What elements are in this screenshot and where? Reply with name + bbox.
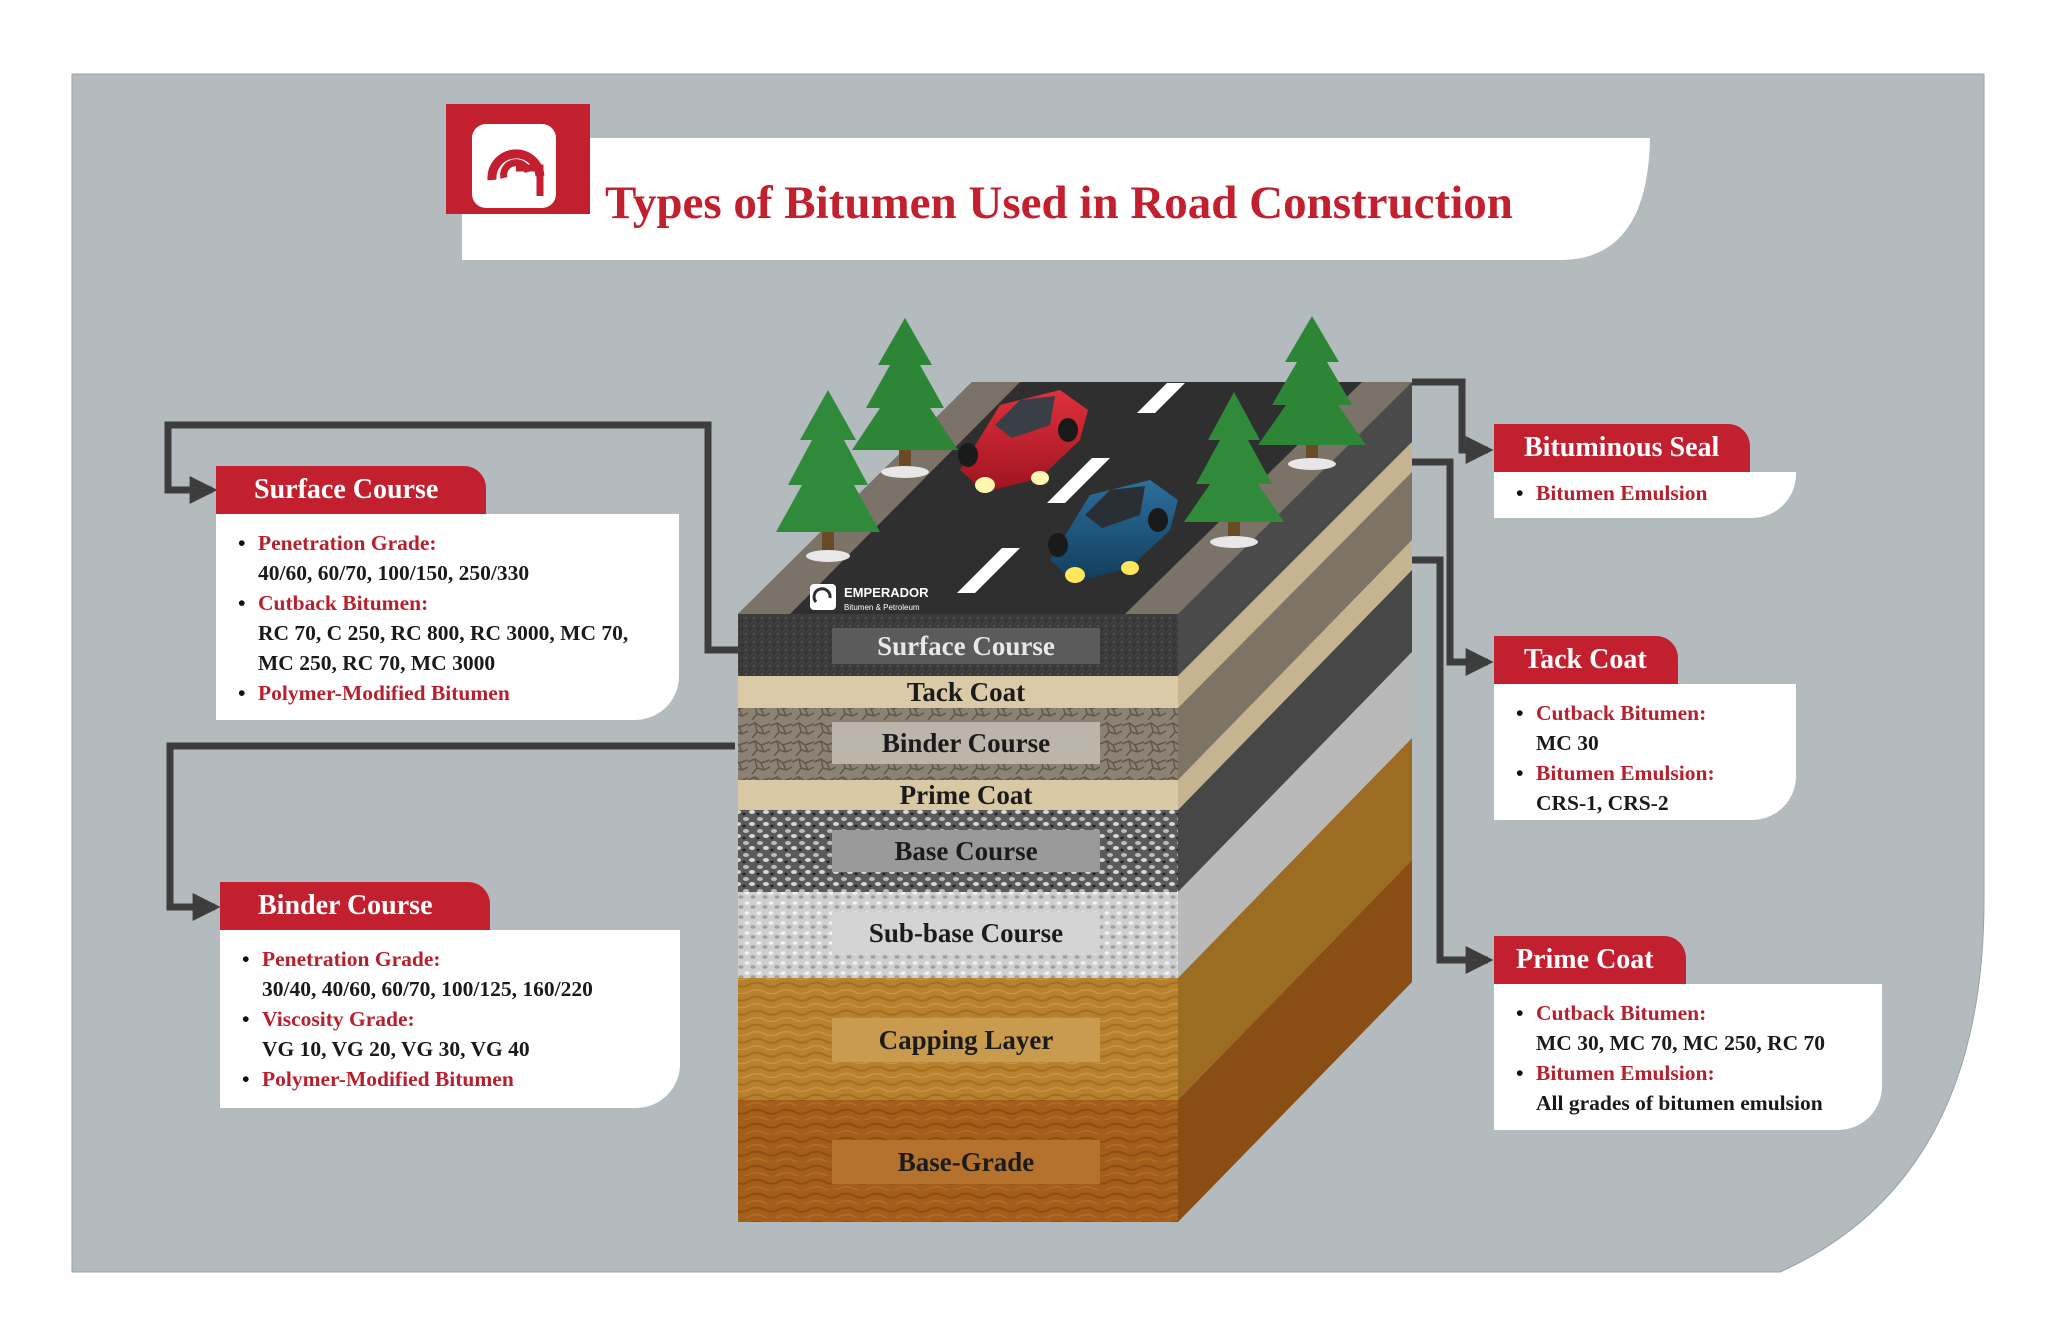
bullet-heading: Cutback Bitumen: [1536, 701, 1707, 725]
brand-logo-icon [812, 587, 832, 603]
bullet-item: •Cutback Bitumen: [1516, 698, 1780, 728]
side-face-binder [1178, 472, 1412, 780]
pine-tree [852, 318, 958, 478]
brand-tagline: Bitumen & Petroleum [844, 603, 920, 612]
bullet-item: •Bitumen Emulsion: [1516, 758, 1780, 788]
callout-binder-course-title: Binder Course [220, 882, 490, 930]
bullet-item: •Cutback Bitumen: [1516, 998, 1866, 1028]
bullet-value: MC 30, MC 70, MC 250, RC 70 [1536, 1031, 1826, 1055]
blue-car [1048, 480, 1178, 583]
red-car [958, 390, 1088, 493]
bullet-heading: Penetration Grade: [262, 947, 441, 971]
callout-prime-coat-title: Prime Coat [1494, 936, 1686, 984]
bullet-heading: Bitumen Emulsion [1536, 481, 1708, 505]
bullet-value: 40/60, 60/70, 100/150, 250/330 [258, 561, 530, 585]
bullet-value: All grades of bitumen emulsion [1536, 1091, 1823, 1115]
layer-tack-coat [738, 676, 1178, 708]
callout-surface-course-title: Surface Course [216, 466, 486, 514]
title-banner [462, 138, 1650, 260]
bullet-value: RC 70, C 250, RC 800, RC 3000, MC 70, MC… [258, 621, 629, 675]
bullet-value: CRS-1, CRS-2 [1536, 791, 1669, 815]
pine-tree [1258, 316, 1366, 470]
pine-tree [1184, 392, 1284, 548]
pine-trees [776, 316, 1366, 562]
layer-prime-coat [738, 780, 1178, 810]
layer-label-base-course: Base Course [832, 830, 1100, 872]
side-face-base [1178, 570, 1412, 892]
callout-binder-course-card: •Penetration Grade: 30/40, 40/60, 60/70,… [220, 930, 680, 1108]
connector-lines [164, 378, 1494, 974]
page-title: Types of Bitumen Used in Road Constructi… [605, 177, 1513, 229]
side-face-prime [1178, 540, 1412, 810]
layer-label-prime-coat: Prime Coat [899, 780, 1033, 810]
bullet-heading: Cutback Bitumen: [258, 591, 429, 615]
callout-tack-coat-card: •Cutback Bitumen: MC 30 •Bitumen Emulsio… [1494, 684, 1796, 820]
callout-prime-coat-card: •Cutback Bitumen: MC 30, MC 70, MC 250, … [1494, 984, 1882, 1130]
connector-tack-coat [1412, 458, 1494, 676]
bullet-heading: Penetration Grade: [258, 531, 437, 555]
layer-label-base-grade: Base-Grade [832, 1140, 1100, 1184]
side-face-capping [1178, 738, 1412, 1100]
layer-label-tack-coat: Tack Coat [906, 677, 1026, 707]
bullet-item: •Penetration Grade: [242, 944, 664, 974]
callout-bituminous-seal-card: •Bitumen Emulsion [1494, 472, 1796, 518]
bullet-heading: Viscosity Grade: [262, 1007, 415, 1031]
callout-bituminous-seal-title: Bituminous Seal [1494, 424, 1750, 472]
connector-bituminous-seal [1412, 378, 1494, 464]
bullet-item: •Bitumen Emulsion: [1516, 1058, 1866, 1088]
callout-tack-coat-title: Tack Coat [1494, 636, 1678, 684]
bullet-item: •Viscosity Grade: [242, 1004, 664, 1034]
bullet-value: MC 30 [1536, 731, 1599, 755]
bullet-item: •Polymer-Modified Bitumen [238, 678, 663, 708]
side-face-base-grade [1178, 860, 1412, 1222]
road-cross-section: EMPERADOR Bitumen & Petroleum [738, 382, 1412, 1222]
bullet-heading: Polymer-Modified Bitumen [258, 681, 510, 705]
bullet-item: •Bitumen Emulsion [1516, 478, 1780, 508]
callout-surface-course-card: •Penetration Grade: 40/60, 60/70, 100/15… [216, 514, 679, 720]
layer-label-capping-layer: Capping Layer [832, 1018, 1100, 1062]
connector-binder-course [166, 742, 735, 921]
bullet-item: •Polymer-Modified Bitumen [242, 1064, 664, 1094]
bullet-item: •Cutback Bitumen: [238, 588, 663, 618]
layer-label-binder-course: Binder Course [832, 722, 1100, 764]
bullet-value: VG 10, VG 20, VG 30, VG 40 [262, 1037, 530, 1061]
side-face-sub-base [1178, 652, 1412, 978]
bullet-item: •Penetration Grade: [238, 528, 663, 558]
layer-label-sub-base-course: Sub-base Course [832, 912, 1100, 954]
bullet-heading: Polymer-Modified Bitumen [262, 1067, 514, 1091]
pine-tree [776, 390, 880, 562]
bullet-heading: Bitumen Emulsion: [1536, 761, 1715, 785]
brand-name: EMPERADOR [844, 585, 929, 600]
lane-markings [957, 383, 1185, 593]
connector-prime-coat [1412, 556, 1494, 974]
side-face-tack [1178, 442, 1412, 708]
bullet-heading: Cutback Bitumen: [1536, 1001, 1707, 1025]
bullet-value: 30/40, 40/60, 60/70, 100/125, 160/220 [262, 977, 593, 1001]
connector-surface-course [164, 421, 738, 654]
layer-label-surface-course: Surface Course [832, 628, 1100, 664]
logo-icon [487, 149, 545, 196]
bullet-heading: Bitumen Emulsion: [1536, 1061, 1715, 1085]
side-face-surface [1178, 382, 1412, 676]
